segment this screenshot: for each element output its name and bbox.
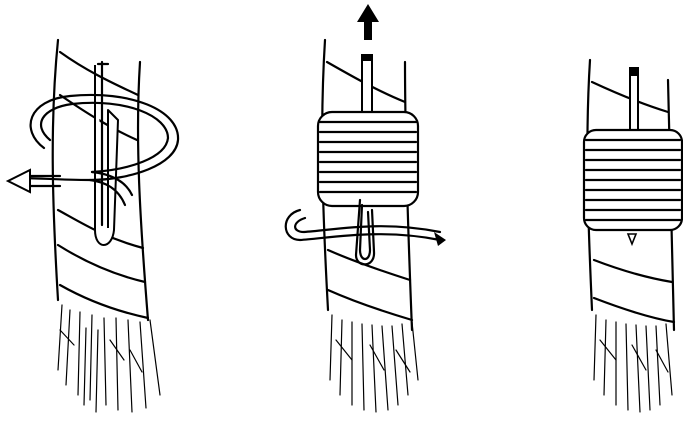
cord-end-3 xyxy=(630,68,638,132)
panel-step-2 xyxy=(286,4,446,412)
cord-loop-1 xyxy=(20,62,178,245)
panel-step-1 xyxy=(8,40,178,412)
loop-tail-2 xyxy=(286,200,446,264)
coil-wraps-2 xyxy=(318,112,418,206)
panel-step-3 xyxy=(584,60,682,412)
frayed-end-3 xyxy=(594,315,672,412)
frayed-end-1 xyxy=(58,305,160,412)
pull-cord-2 xyxy=(362,55,372,115)
frayed-end-2 xyxy=(330,315,418,412)
arrow-up-2 xyxy=(357,4,379,40)
coil-wraps-3 xyxy=(584,130,682,244)
